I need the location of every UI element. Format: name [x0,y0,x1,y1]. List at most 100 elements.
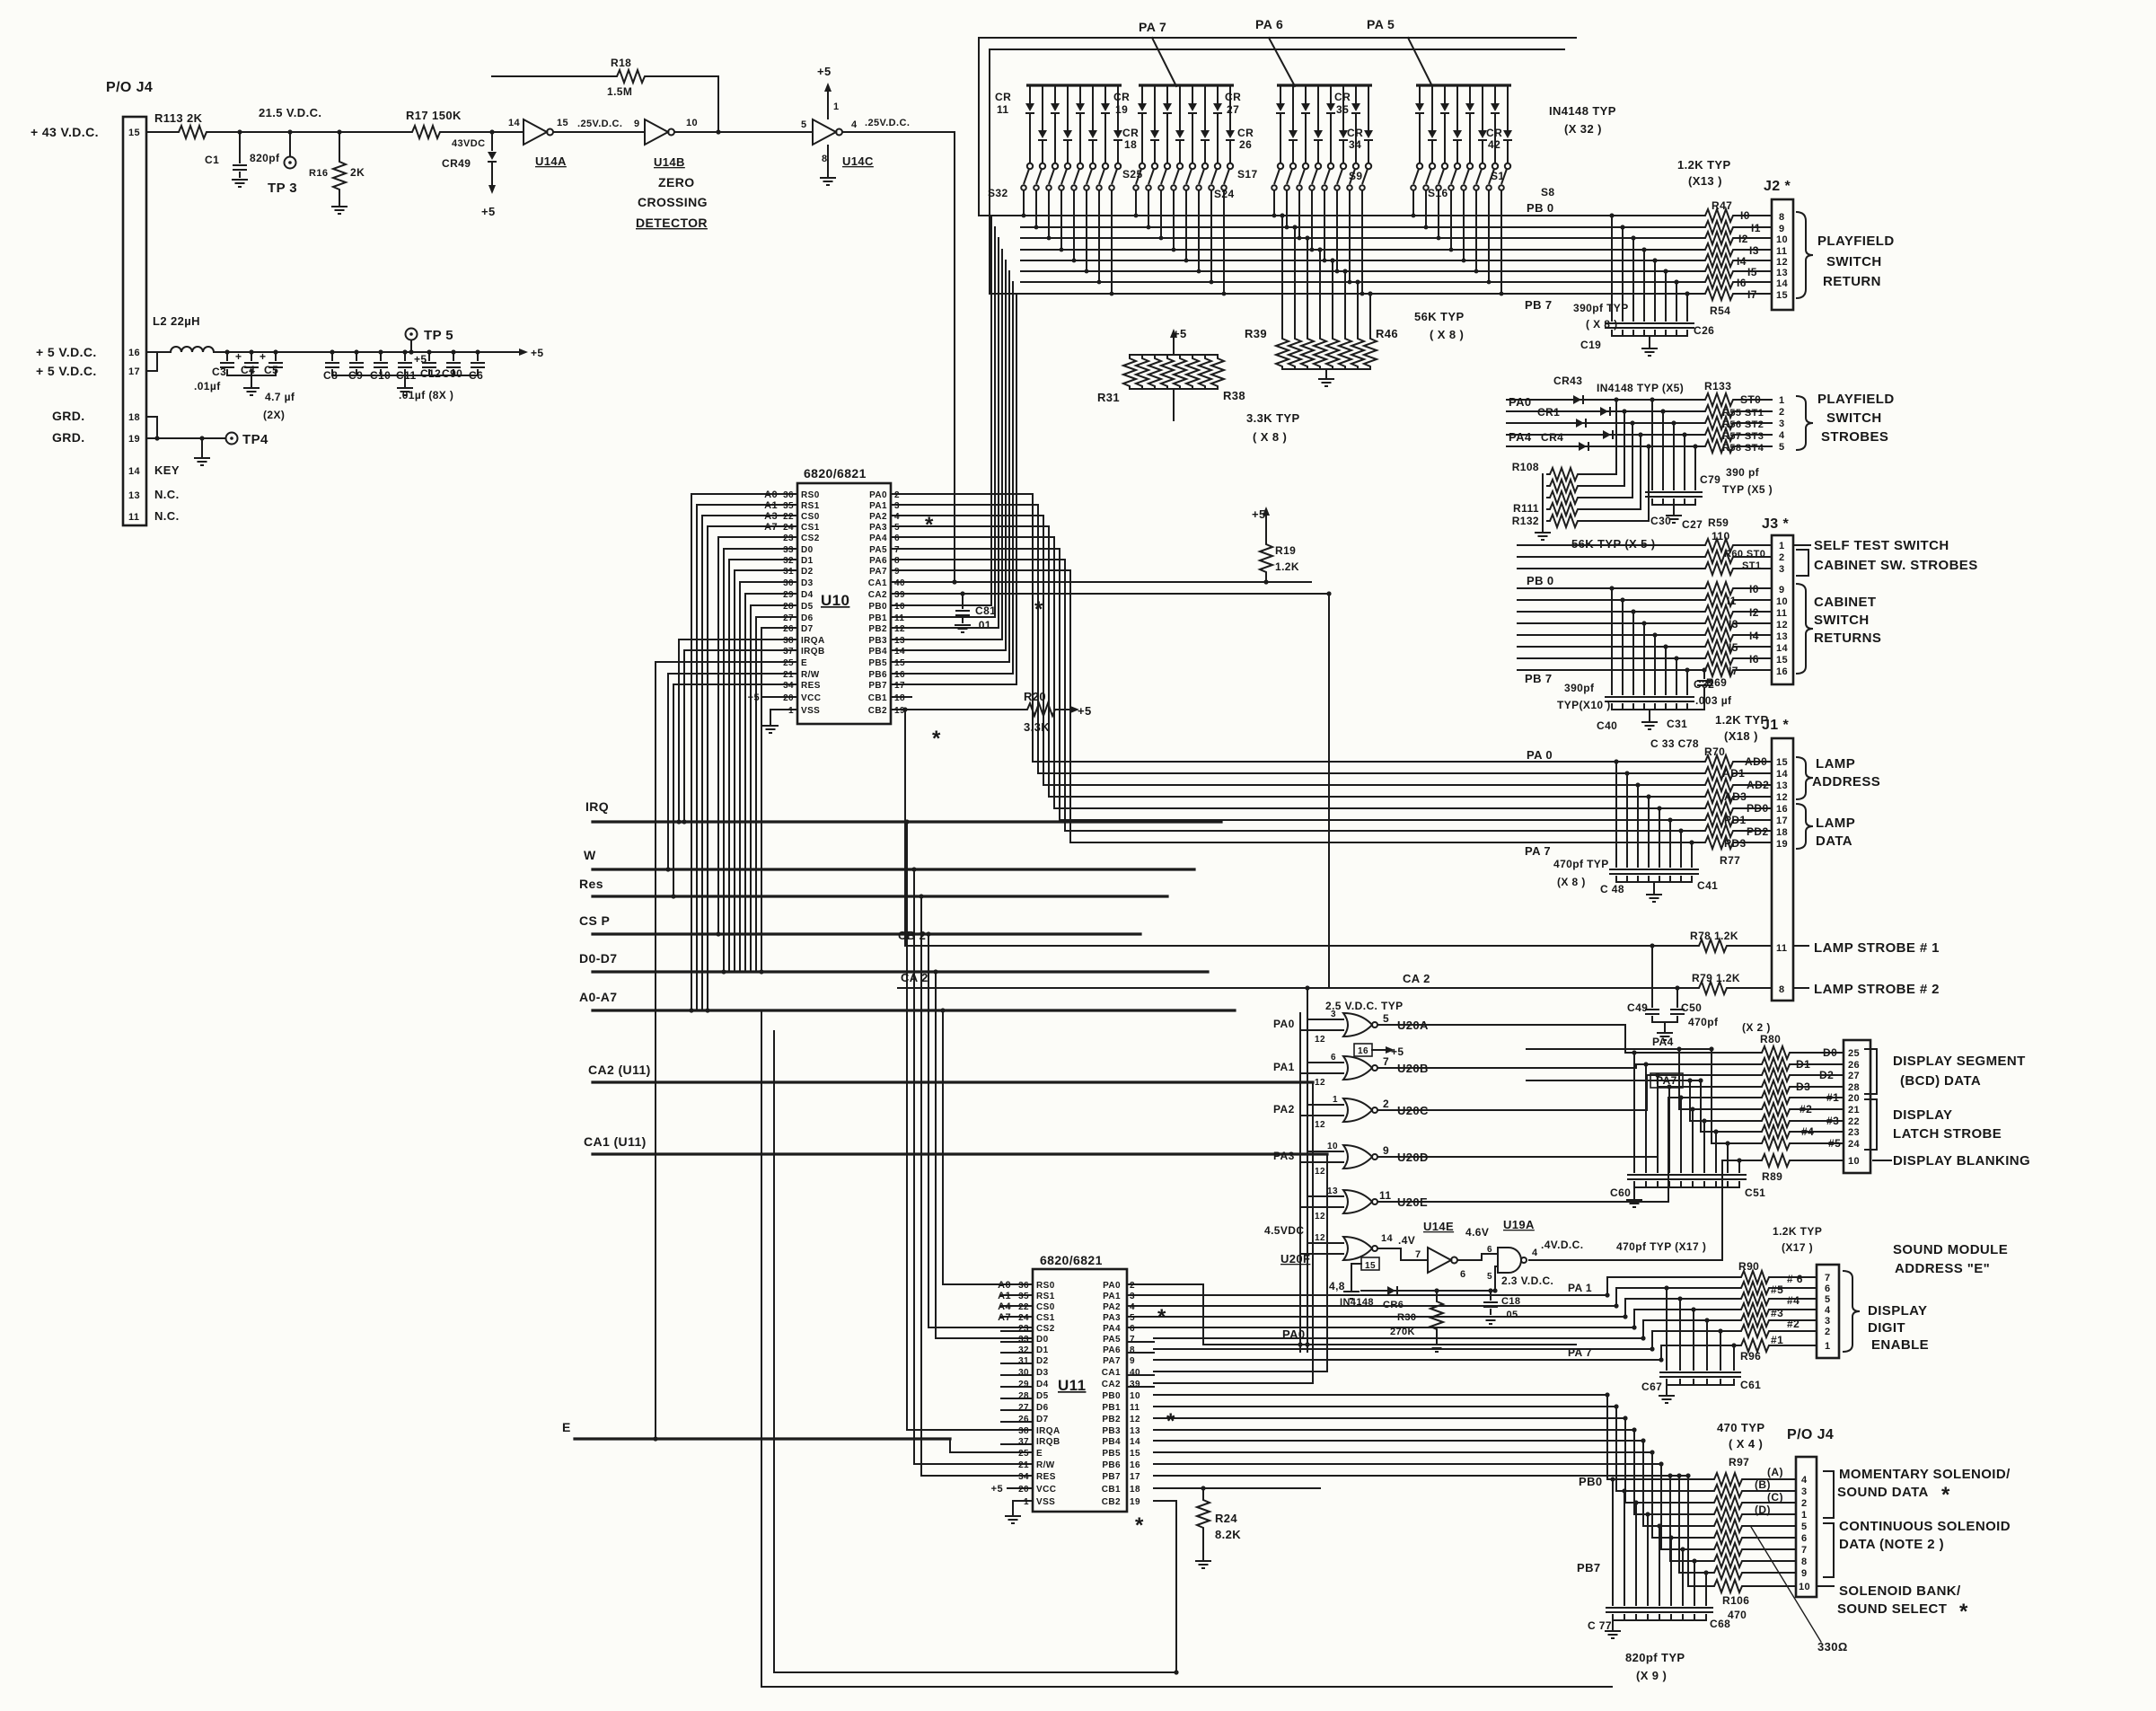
schematic-label: * [1959,1600,1968,1624]
schematic-label: I2 [1738,233,1748,245]
schematic-label: 22 [783,512,794,522]
schematic-label: .05 [1503,1310,1518,1320]
schematic-label: IRQB [1036,1437,1060,1447]
schematic-label: 16 [1130,1460,1140,1470]
schematic-label: LAMP STROBE # 2 [1814,982,1940,997]
connector-j1-digit [1815,1263,1841,1360]
schematic-label: D1 [801,556,814,566]
schematic-label: 28 [1018,1391,1029,1401]
schematic-label: 25 [1848,1048,1860,1059]
schematic-label: 5 [1801,1521,1808,1532]
schematic-label: PA 0 [1527,748,1553,762]
schematic-label: PB3 [868,636,887,646]
schematic-label: PA6 [869,556,887,566]
schematic-label: 34 [783,681,794,691]
schematic-label: PD1 [1724,814,1747,826]
connector-j1-upper [1770,736,1795,1002]
schematic-label: 30 [783,578,794,588]
schematic-label: PB 7 [1525,298,1553,312]
schematic-label: CR [1225,91,1241,103]
schematic-label: .4V [1398,1234,1415,1247]
schematic-label: IRQA [801,636,825,646]
schematic-label: R96 [1740,1350,1761,1363]
schematic-label: U14A [535,154,567,168]
schematic-label: 27 [783,613,794,623]
schematic-label: +5 [414,353,427,366]
schematic-label: (B) [1755,1478,1771,1491]
schematic-label: 12 [1776,620,1788,631]
schematic-label: A3 [764,511,778,522]
schematic-label: GRD. [52,409,85,423]
schematic-label: CS0 [801,512,820,522]
schematic-label: 5 [1779,442,1785,453]
schematic-label: 31 [1018,1356,1029,1366]
schematic-label: AD0 [1745,755,1767,768]
schematic-label: 15 [1130,1449,1140,1459]
schematic-label: 25 [783,658,794,668]
schematic-label: PA3 [1103,1313,1121,1323]
schematic-label: 56K TYP [1414,310,1465,323]
schematic-label: + 5 V.D.C. [36,364,97,378]
schematic-label: R133 [1704,380,1731,392]
schematic-label: I4 [1737,255,1747,268]
schematic-label: R97 [1729,1456,1749,1468]
schematic-label: 9 [894,567,900,577]
schematic-label: 7 [1801,1545,1808,1556]
schematic-label: 34 [1349,138,1361,151]
schematic-label: D7 [1036,1415,1049,1424]
schematic-label: (C) [1767,1491,1783,1504]
ic-u10 [796,481,893,726]
schematic-label: 470 TYP [1717,1421,1764,1434]
schematic-label: +5 [481,205,496,218]
schematic-label: PB6 [1102,1460,1121,1470]
schematic-label: A0-A7 [579,990,617,1004]
schematic-label: A7 [998,1312,1011,1323]
schematic-label: AD1 [1722,767,1745,780]
schematic-label: 3 [1779,564,1785,575]
schematic-label: PB5 [868,658,887,668]
schematic-label: 6 [1825,1283,1831,1294]
schematic-label: +5 [748,692,760,703]
schematic-label: 10 [686,118,698,128]
schematic-label: CONTINUOUS SOLENOID [1839,1519,2011,1534]
ic-u11 [1031,1267,1129,1513]
schematic-label: C 77 [1588,1619,1612,1632]
schematic-label: C11 [396,369,417,382]
schematic-label: PA7 [1656,1074,1677,1087]
schematic-label: I7 [1747,288,1757,301]
schematic-label: 7 [1825,1273,1831,1283]
schematic-label: 5 [1383,1012,1389,1025]
schematic-label: R60 ST0 [1724,549,1765,560]
schematic-label: DISPLAY BLANKING [1893,1153,2030,1169]
schematic-label: CB2 [868,706,887,716]
schematic-label: PA2 [869,512,887,522]
schematic-label: A0 [764,489,778,500]
schematic-label: I5 [1747,266,1757,278]
schematic-label: R/W [1036,1460,1055,1470]
schematic-label: #5 [1828,1137,1841,1150]
schematic-label: 32 [783,556,794,566]
schematic-label: A1 [764,500,778,511]
schematic-label: TP 3 [268,181,297,196]
schematic-label: 3 [1801,1486,1808,1497]
schematic-label: PA3 [1273,1150,1295,1162]
schematic-label: ADDRESS [1812,774,1880,789]
schematic-label: DISPLAY SEGMENT [1893,1054,2026,1069]
schematic-label: 10 [1848,1156,1860,1167]
schematic-label: U20D [1397,1151,1429,1164]
schematic-label: 12 [1315,1212,1325,1222]
schematic-label: 5 [1825,1294,1831,1305]
schematic-label: LATCH STROBE [1893,1126,2002,1142]
schematic-label: SWITCH [1826,254,1882,269]
schematic-label: 38 [1018,1426,1029,1436]
schematic-label: 19 [1130,1497,1140,1507]
schematic-label: 32 [1018,1345,1029,1355]
schematic-label: 1 [1825,1341,1831,1352]
schematic-label: TYP(X10 ) [1557,699,1611,711]
schematic-label: 9 [1779,224,1785,234]
schematic-label: U14B [654,155,685,169]
schematic-label: E [1036,1449,1043,1459]
schematic-label: I3 [1749,244,1759,257]
schematic-label: 6820/6821 [804,466,867,481]
schematic-label: 12 [1315,1078,1325,1088]
